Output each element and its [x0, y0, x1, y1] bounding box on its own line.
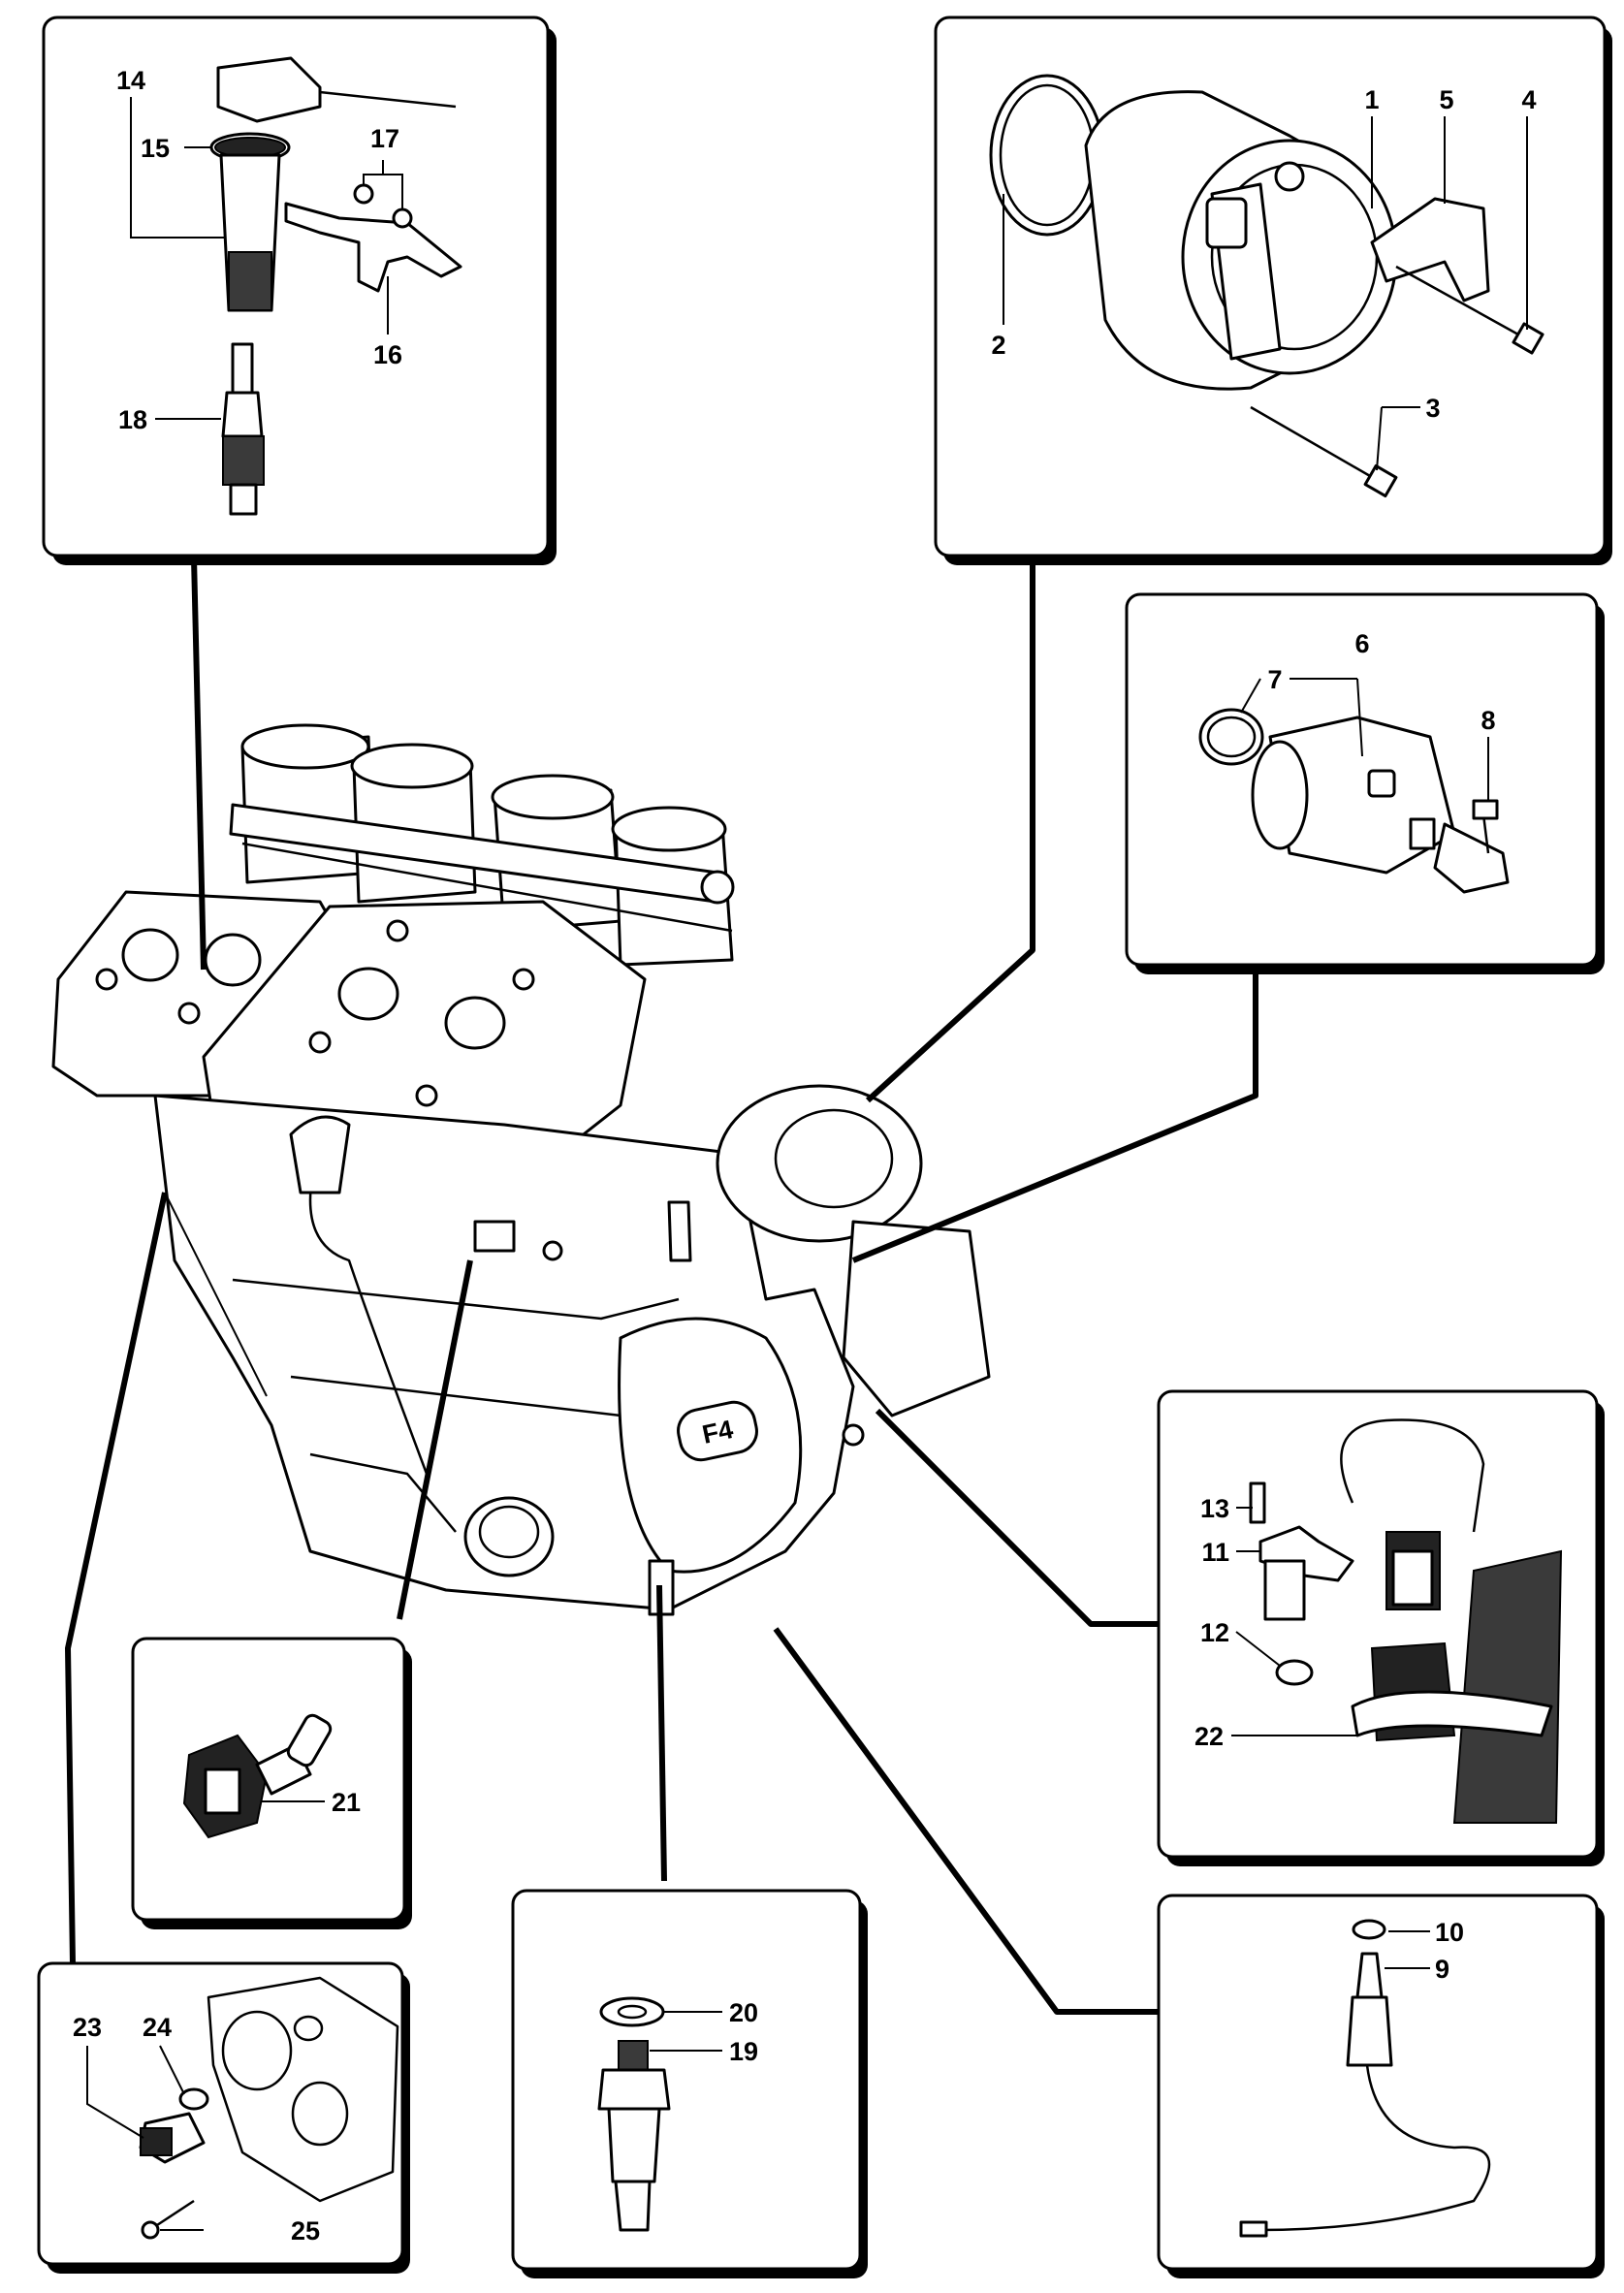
throttle-bodies [229, 723, 735, 967]
callout-7: 7 [1267, 665, 1282, 694]
crankcase: F4 [153, 1084, 991, 1616]
engine-badge-text: F4 [700, 1415, 736, 1449]
callout-21: 21 [332, 1788, 361, 1817]
callout-13: 13 [1200, 1494, 1229, 1523]
callout-14: 14 [116, 66, 145, 95]
callout-1: 1 [1364, 85, 1379, 114]
panel-starter-motor: 6 7 8 [1125, 592, 1605, 974]
callout-4: 4 [1521, 85, 1536, 114]
callout-25: 25 [291, 2216, 320, 2245]
panel-pickup-sensor: 13 11 12 22 [1157, 1389, 1605, 1866]
panel-alternator: 1 5 4 2 3 [934, 16, 1612, 565]
callout-10: 10 [1435, 1918, 1464, 1947]
panel-case-sensor: 23 24 25 [37, 1961, 410, 2274]
callout-2: 2 [991, 331, 1005, 360]
callout-3: 3 [1425, 394, 1440, 423]
callout-12: 12 [1200, 1618, 1229, 1647]
callout-19: 19 [729, 2037, 758, 2066]
panel-oxygen-sensor: 10 9 [1157, 1894, 1605, 2278]
callout-24: 24 [143, 2013, 172, 2042]
leader-lines [65, 553, 1258, 2015]
panel-temperature-sensor: 21 [131, 1637, 412, 1929]
callout-5: 5 [1439, 85, 1453, 114]
callout-15: 15 [141, 134, 170, 163]
callout-9: 9 [1435, 1955, 1449, 1984]
panel-drain-sensor: 20 19 [511, 1889, 868, 2278]
callout-8: 8 [1481, 706, 1495, 735]
callout-22: 22 [1194, 1722, 1224, 1751]
callout-11: 11 [1201, 1538, 1229, 1567]
callout-18: 18 [118, 405, 147, 434]
engine-assembly: F4 [51, 723, 991, 1616]
callout-6: 6 [1354, 629, 1369, 658]
callout-23: 23 [73, 2013, 102, 2042]
callout-20: 20 [729, 1998, 758, 2027]
panel-ignition-coil: 14 15 17 16 18 [42, 16, 557, 565]
callout-16: 16 [373, 340, 402, 369]
callout-17: 17 [370, 124, 399, 153]
